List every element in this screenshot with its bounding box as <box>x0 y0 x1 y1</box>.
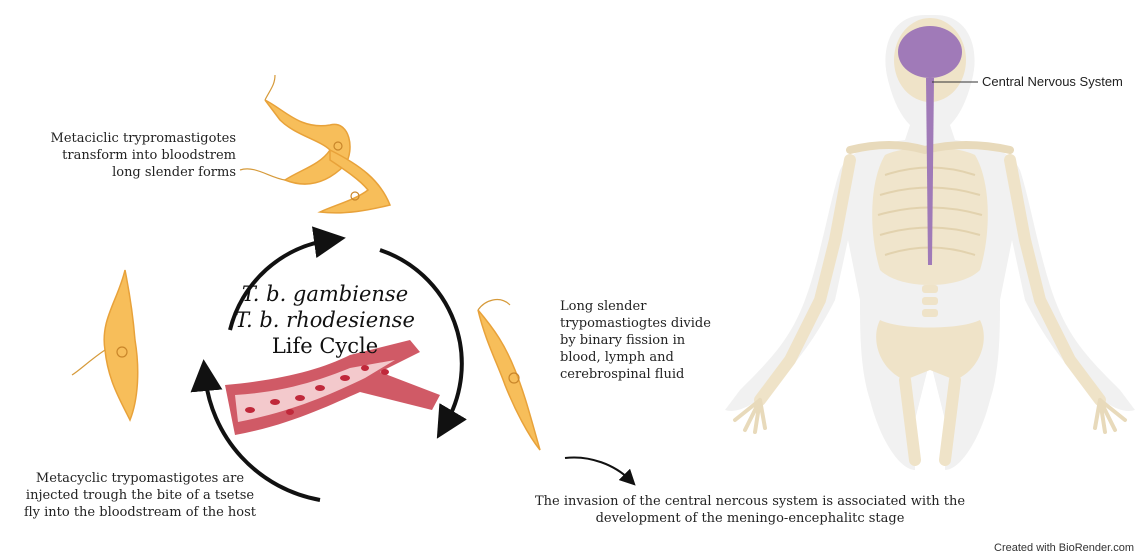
title-rhodesiense: T. b. rhodesiense <box>215 308 435 332</box>
biorender-credit: Created with BioRender.com <box>994 542 1134 554</box>
caption-line: transform into bloodstrem <box>40 147 236 164</box>
caption-metacyclic-transform: Metaciclic trypromastigotes transform in… <box>40 130 236 181</box>
title-life-cycle: Life Cycle <box>215 334 435 358</box>
caption-cns-invasion: The invasion of the central nercous syst… <box>530 493 970 527</box>
trypomastigote-left <box>72 270 138 420</box>
caption-line: Metacyclic trypomastigotes are <box>5 470 275 487</box>
caption-line: blood, lymph and <box>560 349 760 366</box>
caption-line: development of the meningo-encephalitc s… <box>530 510 970 527</box>
caption-line: fly into the bloodstream of the host <box>5 504 275 521</box>
cns-invasion-arrow <box>565 457 630 480</box>
caption-line: Metaciclic trypromastigotes <box>40 130 236 147</box>
caption-line: by binary fission in <box>560 332 760 349</box>
caption-line: cerebrospinal fluid <box>560 366 760 383</box>
caption-line: The invasion of the central nercous syst… <box>530 493 970 510</box>
caption-line: injected trough the bite of a tsetse <box>5 487 275 504</box>
caption-line: long slender forms <box>40 164 236 181</box>
caption-line: Long slender <box>560 298 760 315</box>
trypomastigote-right <box>478 300 540 450</box>
caption-injection: Metacyclic trypomastigotes are injected … <box>5 470 275 521</box>
caption-line: trypomastiogtes divide <box>560 315 760 332</box>
title-gambiense: T. b. gambiense <box>215 282 435 306</box>
cns-label: Central Nervous System <box>982 74 1123 89</box>
trypomastigote-cluster-top <box>240 75 390 213</box>
caption-slender-divide: Long slender trypomastiogtes divide by b… <box>560 298 760 383</box>
